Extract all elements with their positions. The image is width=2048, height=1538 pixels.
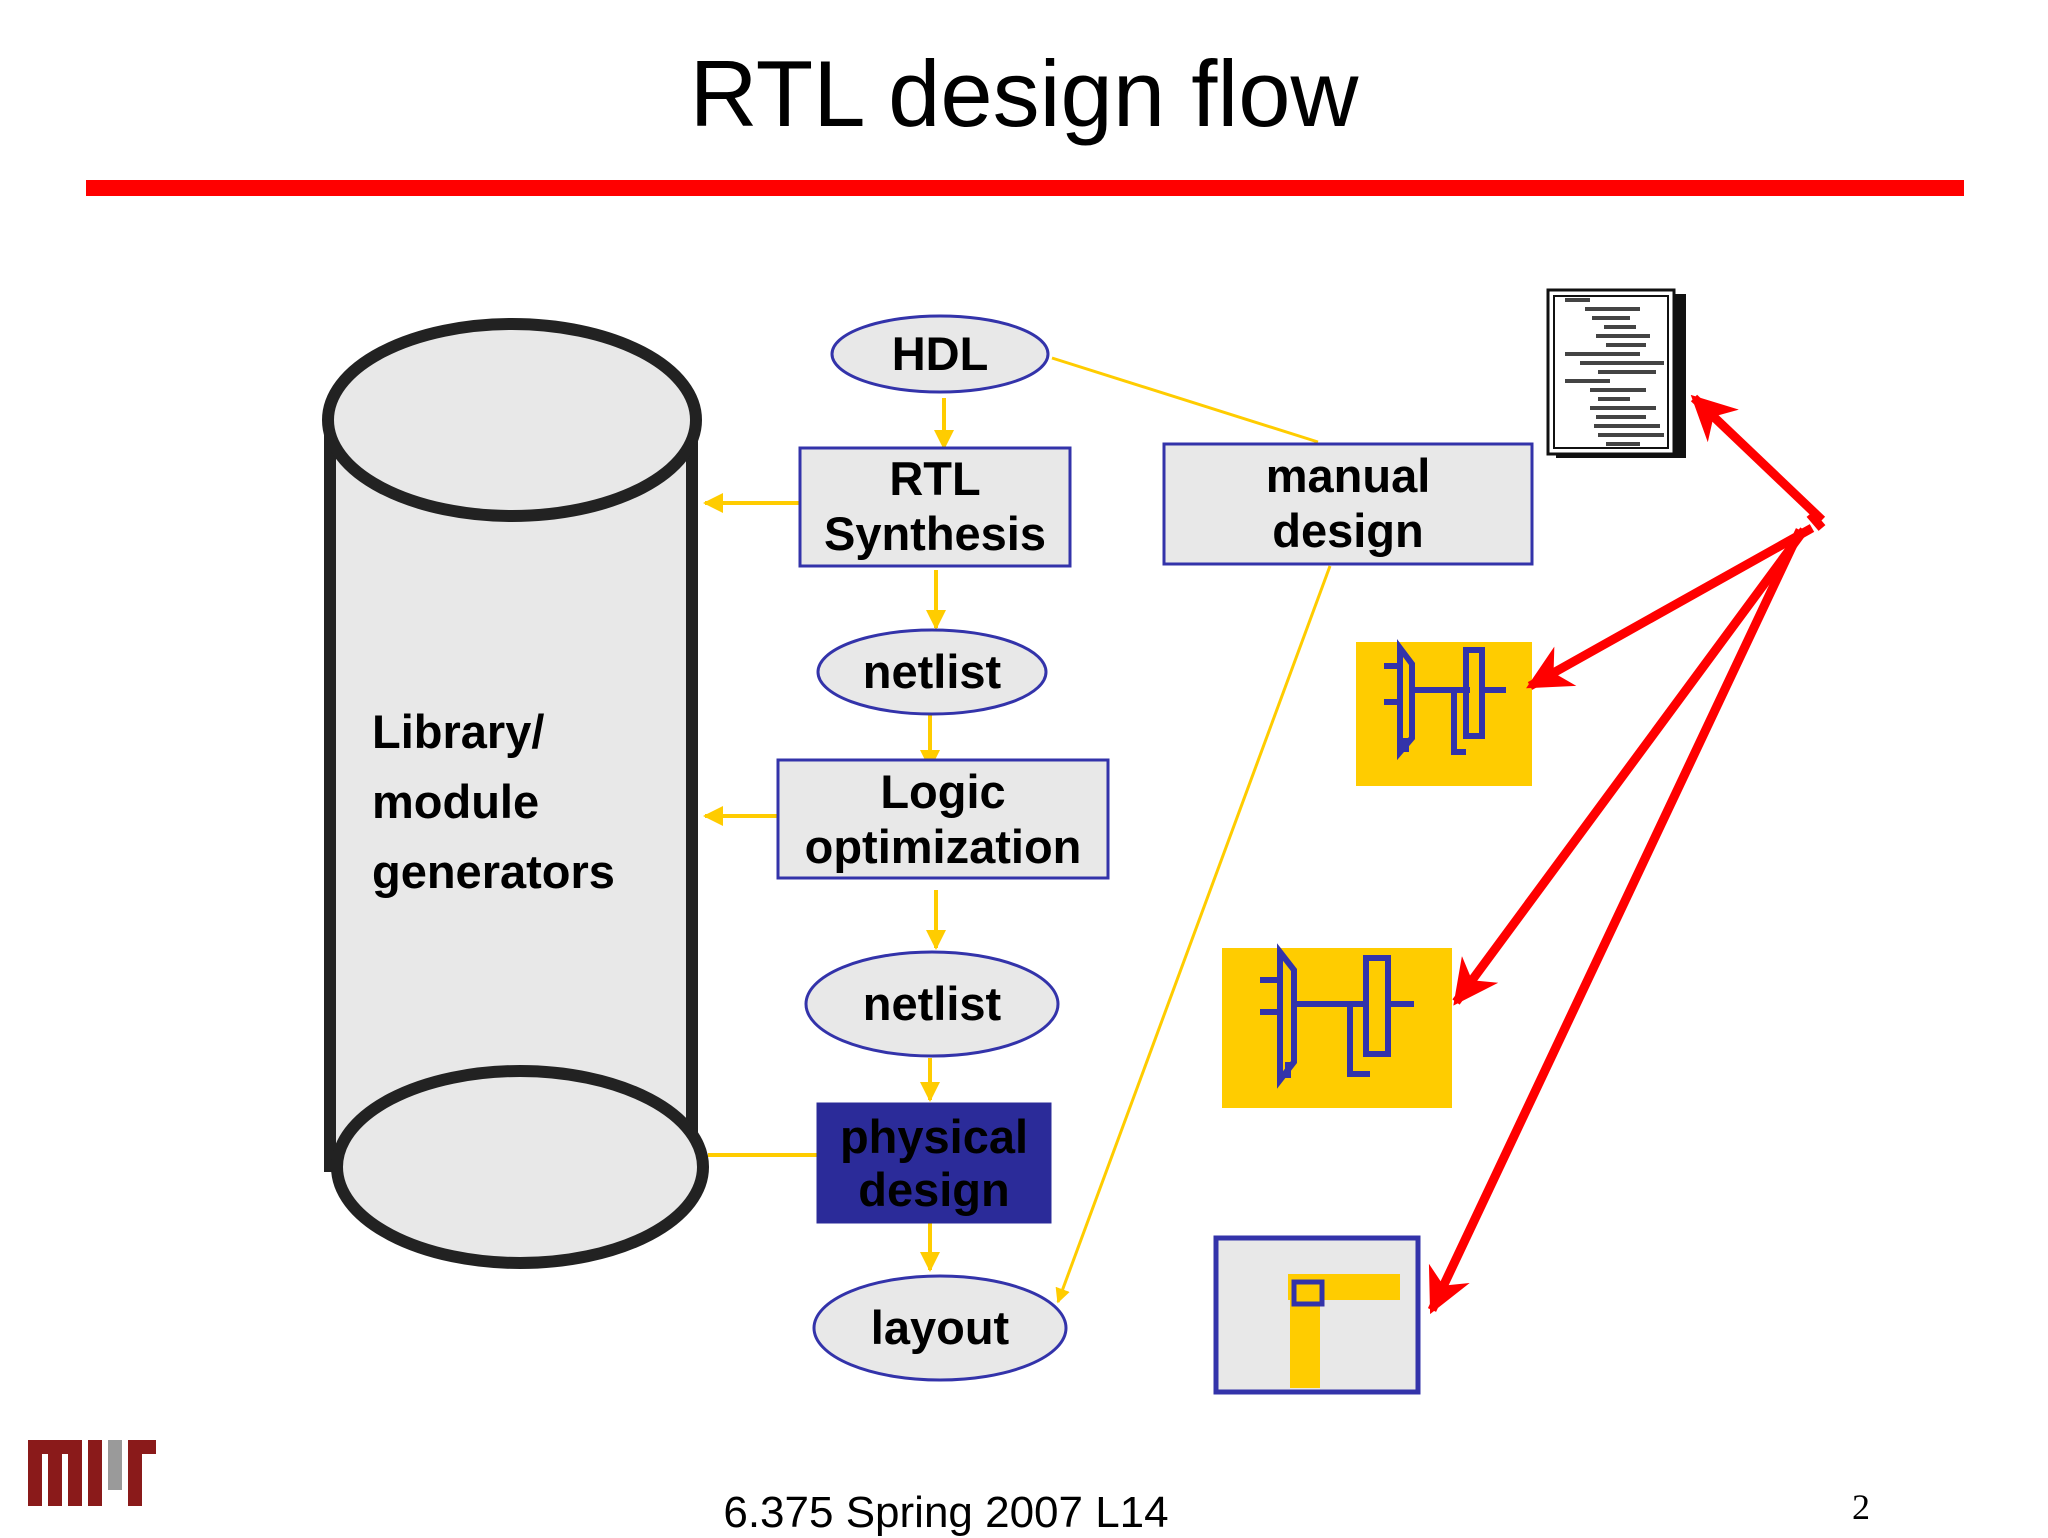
logic-optimization-line-1: Logic [880,765,1005,818]
mit-logo [28,1440,156,1506]
footer-course: 6.375 Spring 2007 L14 [723,1488,1169,1537]
netlist-node-1: netlist [816,628,1048,716]
physical-design-node: physical design [816,1102,1052,1224]
schematic-icon-2 [1222,943,1452,1108]
netlist-2-label: netlist [863,977,1002,1030]
hdl-text-document-icon [1546,288,1686,458]
netlist-node-2: netlist [804,950,1060,1058]
hdl-label: HDL [892,327,989,380]
red-abstraction-arrows [1427,394,1826,1315]
title-rule [86,180,1964,196]
slide-title: RTL design flow [689,41,1359,146]
manual-design-line-2: design [1272,504,1423,557]
logic-optimization-line-2: optimization [805,820,1082,873]
manual-design-line-1: manual [1266,449,1431,502]
schematic-icon [1356,639,1532,786]
page-number: 2 [1852,1487,1870,1527]
manual-design-node: manual design [1162,442,1534,566]
layout-icon [1213,1235,1421,1395]
rtl-synthesis-node: RTL Synthesis [798,446,1072,568]
layout-node: layout [812,1274,1068,1382]
library-label-line-3: generators [372,845,615,898]
physical-design-line-2: design [858,1163,1009,1216]
physical-design-line-1: physical [840,1110,1028,1163]
logic-optimization-node: Logic optimization [776,758,1110,880]
netlist-1-label: netlist [863,645,1002,698]
layout-label: layout [871,1301,1010,1354]
rtl-synthesis-line-2: Synthesis [824,507,1046,560]
library-cylinder: Library/ module generators [322,318,709,1269]
rtl-synthesis-line-1: RTL [889,452,980,505]
hdl-node: HDL [830,314,1050,394]
library-label-line-2: module [372,775,539,828]
library-label-line-1: Library/ [372,705,544,758]
